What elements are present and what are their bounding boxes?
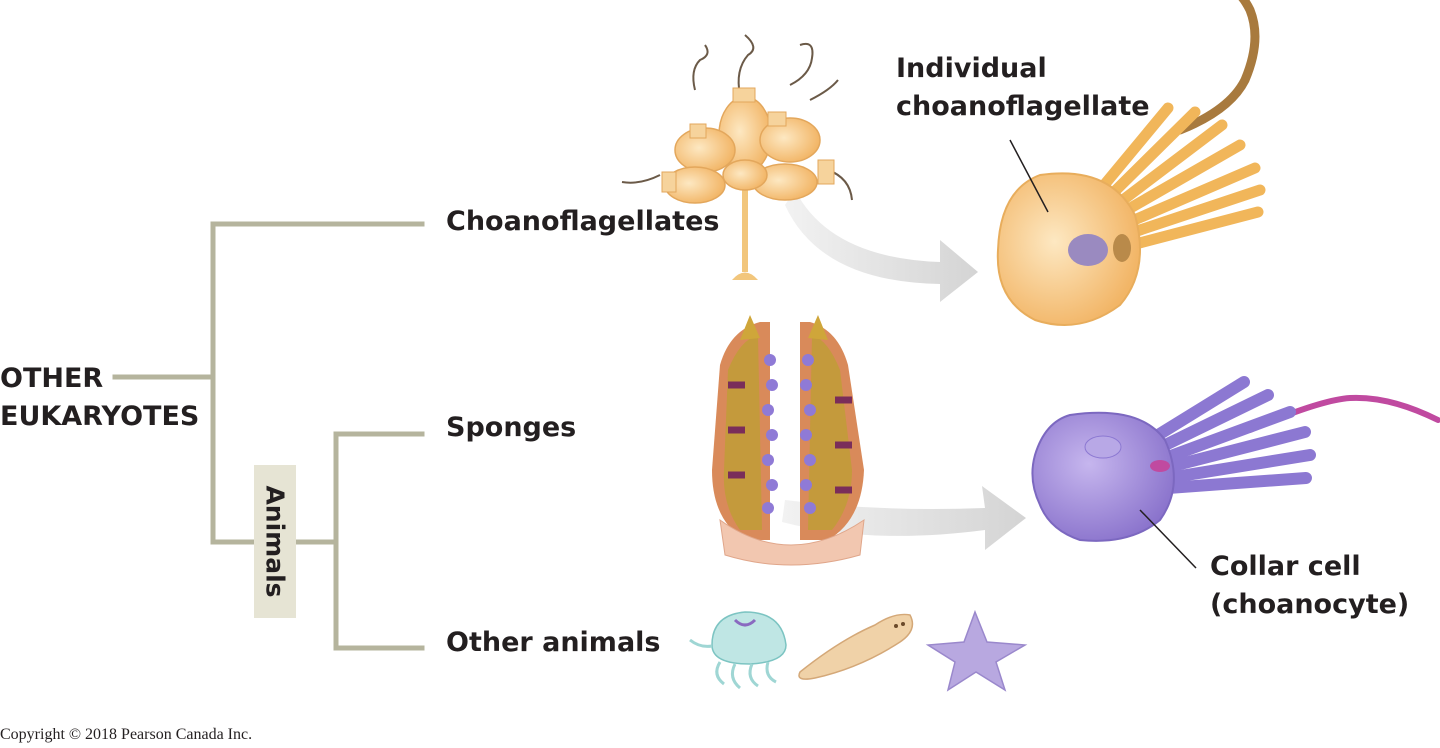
sea-star-icon [925, 609, 1028, 692]
animals-clade-box [254, 465, 296, 618]
root-label-line-1: OTHER [0, 363, 104, 394]
animals-clade-label: Animals [254, 465, 296, 618]
tree-lines [112, 221, 425, 651]
choanoflagellate-colony-icon [621, 34, 853, 280]
collar-cell-icon [1031, 376, 1440, 569]
callout-choanoflagellate-line-2: choanoflagellate [896, 91, 1150, 122]
callout-collar-cell-line-2: (choanocyte) [1210, 589, 1410, 620]
flatworm-icon [798, 613, 914, 680]
callout-collar-cell-line-1: Collar cell [1210, 551, 1361, 582]
animals-clade-text: Animals [260, 485, 290, 598]
jellyfish-icon [689, 611, 787, 690]
copyright-notice: Copyright © 2018 Pearson Canada Inc. [0, 726, 253, 743]
root-label-line-2: EUKARYOTES [0, 401, 200, 432]
callout-choanoflagellate-line-1: Individual [896, 53, 1047, 84]
leaf-label-choanoflagellates: Choanoflagellates [446, 206, 720, 237]
leaf-label-sponges: Sponges [446, 412, 577, 443]
callout-collar-cell: Collar cell (choanocyte) [1210, 548, 1409, 624]
individual-choanoflagellate-icon [996, 0, 1266, 326]
root-label-other-eukaryotes: OTHER EUKARYOTES [0, 360, 199, 436]
sponge-cross-section-icon [712, 315, 865, 566]
arrow-collar-cell [782, 486, 1026, 550]
arrow-choanoflagellate [785, 190, 978, 302]
leaf-label-other-animals: Other animals [446, 627, 661, 658]
callout-individual-choanoflagellate: Individual choanoflagellate [896, 50, 1150, 126]
